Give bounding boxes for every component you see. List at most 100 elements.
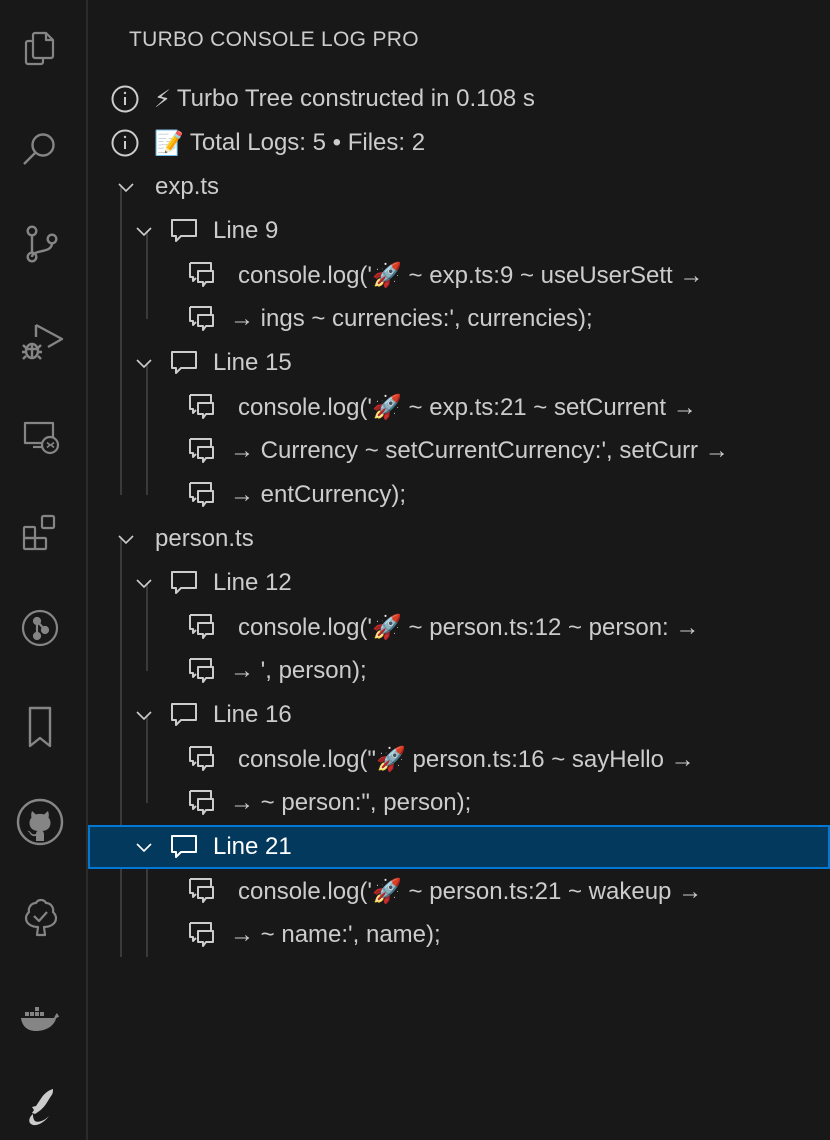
log-text: console.log('🚀 ~ exp.ts:9 ~ useUserSett …: [238, 260, 704, 289]
log-statement-row[interactable]: console.log('🚀 ~ exp.ts:21 ~ setCurrent …: [88, 385, 830, 429]
comment-discussion-icon: [186, 612, 216, 642]
comment-icon: [169, 569, 199, 597]
comment-discussion-icon: [186, 656, 216, 686]
log-text: console.log('🚀 ~ person.ts:12 ~ person: …: [238, 612, 700, 641]
chevron-down-icon[interactable]: [111, 528, 141, 550]
indent-guide: [146, 363, 148, 495]
rocket-emoji: 🚀: [372, 392, 402, 421]
docker-icon: [21, 1007, 59, 1031]
log-statement-row[interactable]: → ~ person:", person);: [88, 781, 830, 825]
indent-guide: [146, 583, 148, 671]
log-statement-row[interactable]: console.log('🚀 ~ person.ts:21 ~ wakeup →: [88, 869, 830, 913]
log-statement-row[interactable]: console.log('🚀 ~ person.ts:12 ~ person: …: [88, 605, 830, 649]
activity-bar: [0, 0, 88, 1140]
line-label: Line 12: [213, 569, 292, 596]
log-line-node[interactable]: Line 16: [88, 693, 830, 737]
comment-discussion-icon: [186, 788, 216, 818]
rocket-emoji: 🚀: [372, 260, 402, 289]
indent-guide: [120, 539, 122, 957]
git-graph-button[interactable]: [14, 602, 66, 654]
log-line-node-selected[interactable]: Line 21: [88, 825, 830, 869]
extensions-button[interactable]: [14, 506, 66, 558]
rocket-emoji: 🚀: [375, 744, 406, 773]
log-tree: ⚡ Turbo Tree constructed in 0.108 s 📝 To…: [88, 77, 830, 957]
run-debug-icon: [22, 323, 64, 360]
lightning-icon: ⚡: [154, 85, 171, 113]
comment-icon: [169, 217, 199, 245]
comment-discussion-icon: [186, 304, 216, 334]
file-node-person-ts[interactable]: person.ts: [88, 517, 830, 561]
github-icon: [16, 798, 64, 846]
info-row-build-time[interactable]: ⚡ Turbo Tree constructed in 0.108 s: [88, 77, 830, 121]
search-icon: [23, 133, 55, 165]
comment-discussion-icon: [186, 744, 216, 774]
log-text: → entCurrency);: [230, 481, 407, 508]
log-statement-row[interactable]: → Currency ~ setCurrentCurrency:', setCu…: [88, 429, 830, 473]
file-name: person.ts: [155, 525, 254, 552]
source-control-button[interactable]: [14, 218, 66, 270]
indent-guide: [146, 715, 148, 803]
indent-guide: [120, 187, 122, 495]
turbo-console-log-panel: TURBO CONSOLE LOG PRO ⚡ Turbo Tree const…: [88, 0, 830, 1140]
rocket-icon: [29, 1089, 53, 1126]
log-line-node[interactable]: Line 15: [88, 341, 830, 385]
comment-discussion-icon: [186, 480, 216, 510]
comment-discussion-icon: [186, 260, 216, 290]
info-icon: [110, 84, 140, 114]
log-line-node[interactable]: Line 12: [88, 561, 830, 605]
file-node-exp-ts[interactable]: exp.ts: [88, 165, 830, 209]
log-text: → Currency ~ setCurrentCurrency:', setCu…: [230, 437, 729, 464]
chevron-down-icon[interactable]: [129, 352, 159, 374]
comment-icon: [169, 349, 199, 377]
git-graph-icon: [21, 609, 59, 647]
log-statement-row[interactable]: console.log('🚀 ~ exp.ts:9 ~ useUserSett …: [88, 253, 830, 297]
comment-discussion-icon: [186, 392, 216, 422]
chevron-down-icon[interactable]: [129, 572, 159, 594]
indent-guide: [146, 231, 148, 319]
log-text: → ~ person:", person);: [230, 789, 472, 816]
memo-icon: 📝: [154, 129, 184, 157]
explorer-button[interactable]: [14, 26, 66, 78]
line-label: Line 9: [213, 217, 279, 244]
log-text: → ings ~ currencies:', currencies);: [230, 305, 593, 332]
remote-explorer-icon: [23, 421, 60, 455]
log-text: console.log('🚀 ~ person.ts:21 ~ wakeup →: [238, 876, 703, 905]
chevron-down-icon[interactable]: [129, 836, 159, 858]
chevron-down-icon[interactable]: [111, 176, 141, 198]
line-label: Line 16: [213, 701, 292, 728]
info-text: Turbo Tree constructed in 0.108 s: [176, 85, 535, 112]
log-text: → ', person);: [230, 657, 367, 684]
log-statement-row[interactable]: console.log("🚀 person.ts:16 ~ sayHello →: [88, 737, 830, 781]
comment-discussion-icon: [186, 436, 216, 466]
search-button[interactable]: [14, 122, 66, 174]
indent-guide: [146, 847, 148, 957]
info-icon: [110, 128, 140, 158]
comment-discussion-icon: [186, 920, 216, 950]
rocket-emoji: 🚀: [372, 876, 402, 905]
rocket-emoji: 🚀: [372, 612, 402, 641]
log-statement-row[interactable]: → entCurrency);: [88, 473, 830, 517]
extensions-icon: [22, 514, 56, 551]
line-label: Line 15: [213, 349, 292, 376]
tree-check-icon: [24, 898, 58, 937]
chevron-down-icon[interactable]: [129, 704, 159, 726]
tree-check-button[interactable]: [14, 890, 66, 942]
log-statement-row[interactable]: → ~ name:', name);: [88, 913, 830, 957]
run-debug-button[interactable]: [14, 314, 66, 366]
remote-explorer-button[interactable]: [14, 410, 66, 462]
docker-button[interactable]: [14, 990, 66, 1042]
github-button[interactable]: [14, 796, 66, 848]
line-label: Line 21: [213, 833, 292, 860]
log-statement-row[interactable]: → ', person);: [88, 649, 830, 693]
file-name: exp.ts: [155, 173, 220, 200]
log-text: console.log("🚀 person.ts:16 ~ sayHello →: [238, 744, 695, 773]
turbo-console-log-button[interactable]: [14, 1080, 66, 1132]
chevron-down-icon[interactable]: [129, 220, 159, 242]
bookmarks-button[interactable]: [14, 698, 66, 750]
comment-discussion-icon: [186, 876, 216, 906]
panel-title: TURBO CONSOLE LOG PRO: [129, 28, 419, 51]
bookmark-icon: [28, 706, 52, 748]
info-row-totals[interactable]: 📝 Total Logs: 5 • Files: 2: [88, 121, 830, 165]
log-line-node[interactable]: Line 9: [88, 209, 830, 253]
log-statement-row[interactable]: → ings ~ currencies:', currencies);: [88, 297, 830, 341]
